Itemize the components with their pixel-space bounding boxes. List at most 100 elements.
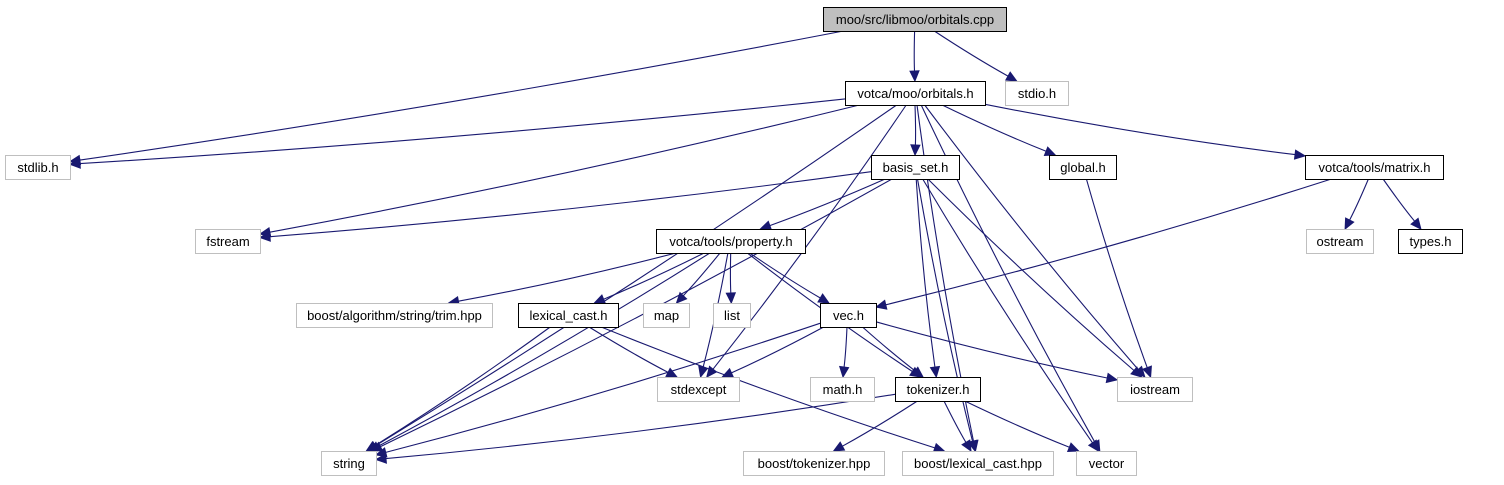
edges-layer: [68, 30, 1422, 464]
node-box: [713, 303, 751, 328]
node-box: [820, 303, 877, 328]
node-fstream: fstream: [195, 229, 261, 254]
arrowhead-property_h-to-list: [725, 292, 737, 305]
node-label: vector: [1089, 456, 1125, 471]
node-box: [1076, 451, 1137, 476]
arrowhead-lexical_cast_h-to-boost_lexical_cast_hpp: [932, 442, 946, 453]
node-box: [1049, 155, 1117, 180]
edge-vec_h-to-tokenizer_h: [862, 326, 916, 372]
node-box: [743, 451, 885, 476]
node-label: boost/tokenizer.hpp: [758, 456, 871, 471]
edge-orbitals_cpp-to-stdlib_h: [79, 30, 844, 161]
node-label: vec.h: [833, 308, 864, 323]
node-stdexcept: stdexcept: [657, 377, 740, 402]
edge-global_h-to-iostream: [1085, 178, 1148, 368]
arrowhead-tokenizer_h-to-boost_lexical_cast_hpp: [961, 439, 972, 453]
arrowhead-property_h-to-map: [675, 291, 688, 304]
edge-basis_set_h-to-property_h: [769, 178, 886, 227]
node-matrix-h[interactable]: votca/tools/matrix.h: [1305, 155, 1444, 180]
node-stdlib-h: stdlib.h: [5, 155, 71, 180]
node-property-h[interactable]: votca/tools/property.h: [656, 229, 806, 254]
node-basis-set-h[interactable]: basis_set.h: [871, 155, 960, 180]
edge-property_h-to-vec_h: [749, 252, 821, 299]
node-label: types.h: [1410, 234, 1452, 249]
edge-matrix_h-to-types_h: [1382, 178, 1416, 222]
node-label: ostream: [1317, 234, 1364, 249]
node-boost-tokenizer-hpp: boost/tokenizer.hpp: [743, 451, 885, 476]
arrowhead-basis_set_h-to-tokenizer_h: [929, 365, 941, 379]
edge-property_h-to-lexical_cast_h: [603, 252, 705, 300]
node-label: global.h: [1060, 160, 1106, 175]
node-vector: vector: [1076, 451, 1137, 476]
nodes-layer: moo/src/libmoo/orbitals.cppvotca/moo/orb…: [5, 7, 1463, 476]
edge-basis_set_h-to-fstream: [269, 171, 872, 238]
edge-lexical_cast_h-to-boost_lexical_cast_hpp: [600, 326, 935, 449]
edge-orbitals_h-to-basis_set_h: [914, 104, 917, 146]
arrowhead-basis_set_h-to-property_h: [759, 220, 773, 231]
edge-tokenizer_h-to-string: [385, 393, 896, 460]
edge-orbitals_h-to-iostream: [924, 104, 1139, 370]
edge-vec_h-to-string: [385, 322, 821, 453]
node-box: [810, 377, 875, 402]
arrowhead-tokenizer_h-to-string: [374, 453, 387, 464]
edge-lexical_cast_h-to-string: [374, 326, 551, 447]
node-tokenizer-h[interactable]: tokenizer.h: [895, 377, 981, 402]
edge-basis_set_h-to-string: [380, 178, 893, 448]
node-label: basis_set.h: [883, 160, 949, 175]
node-math-h: math.h: [810, 377, 875, 402]
arrowhead-matrix_h-to-vec_h: [874, 299, 888, 310]
node-trim-hpp: boost/algorithm/string/trim.hpp: [296, 303, 493, 328]
node-label: votca/moo/orbitals.h: [857, 86, 973, 101]
node-box: [5, 155, 71, 180]
edge-basis_set_h-to-boost_lexical_cast_hpp: [916, 178, 974, 442]
edge-orbitals_h-to-global_h: [941, 104, 1047, 152]
arrowhead-global_h-to-iostream: [1142, 365, 1152, 379]
node-box: [643, 303, 690, 328]
arrowhead-orbitals_cpp-to-stdio_h: [1004, 71, 1018, 82]
edge-orbitals_h-to-stdexcept: [712, 104, 907, 370]
arrowhead-vec_h-to-stdexcept: [721, 367, 735, 378]
arrowhead-vec_h-to-tokenizer_h: [911, 366, 924, 378]
node-stdio-h: stdio.h: [1005, 81, 1069, 106]
node-box: [845, 81, 986, 106]
arrowhead-orbitals_cpp-to-orbitals_h: [909, 70, 920, 83]
node-box: [656, 229, 806, 254]
edge-vec_h-to-stdexcept: [731, 326, 824, 374]
arrowhead-basis_set_h-to-fstream: [258, 231, 271, 242]
arrowhead-tokenizer_h-to-boost_tokenizer_hpp: [832, 441, 846, 452]
node-label: tokenizer.h: [907, 382, 970, 397]
edge-orbitals_h-to-string: [375, 104, 897, 447]
arrowhead-lexical_cast_h-to-string: [365, 440, 379, 452]
node-box: [1117, 377, 1193, 402]
node-box: [1398, 229, 1463, 254]
node-iostream: iostream: [1117, 377, 1193, 402]
node-list: list: [713, 303, 751, 328]
node-label: list: [724, 308, 740, 323]
node-box: [871, 155, 960, 180]
arrowhead-orbitals_h-to-matrix_h: [1293, 149, 1307, 160]
node-box: [902, 451, 1054, 476]
edge-matrix_h-to-ostream: [1349, 178, 1369, 221]
node-label: iostream: [1130, 382, 1180, 397]
node-box: [518, 303, 619, 328]
node-global-h[interactable]: global.h: [1049, 155, 1117, 180]
node-types-h[interactable]: types.h: [1398, 229, 1463, 254]
node-box: [1005, 81, 1069, 106]
edge-orbitals_cpp-to-stdio_h: [933, 30, 1009, 77]
node-box: [823, 7, 1007, 32]
node-label: fstream: [206, 234, 249, 249]
node-label: votca/tools/property.h: [669, 234, 792, 249]
node-label: lexical_cast.h: [529, 308, 607, 323]
node-orbitals-h[interactable]: votca/moo/orbitals.h: [845, 81, 986, 106]
node-lexical-cast-h[interactable]: lexical_cast.h: [518, 303, 619, 328]
node-label: stdio.h: [1018, 86, 1056, 101]
node-box: [296, 303, 493, 328]
arrowhead-matrix_h-to-types_h: [1410, 217, 1422, 230]
node-map: map: [643, 303, 690, 328]
node-label: votca/tools/matrix.h: [1319, 160, 1431, 175]
node-vec-h[interactable]: vec.h: [820, 303, 877, 328]
edge-orbitals_h-to-vector: [920, 104, 1096, 443]
arrowhead-property_h-to-lexical_cast_h: [593, 294, 607, 304]
node-label: boost/lexical_cast.hpp: [914, 456, 1042, 471]
